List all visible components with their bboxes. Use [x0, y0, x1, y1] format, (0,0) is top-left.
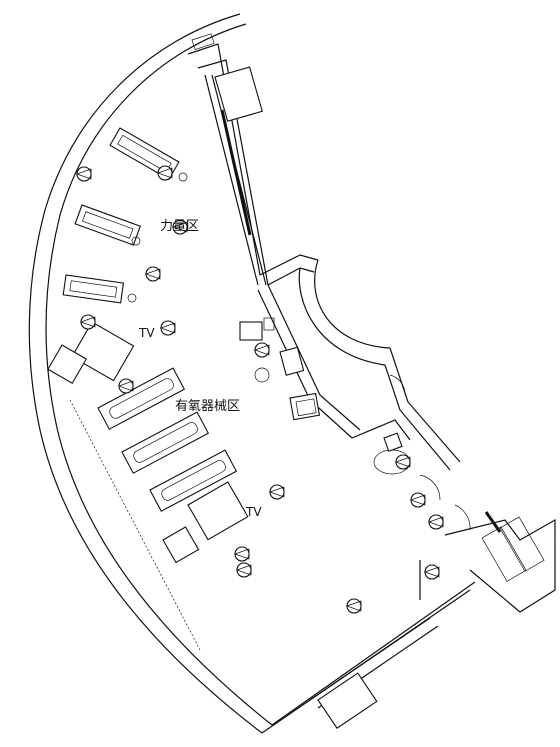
- ceiling-speaker-icon: [75, 166, 92, 182]
- aerobic-zone-label: 有氧器械区: [175, 399, 240, 414]
- tv-cabinet-upper: [47, 321, 135, 385]
- strength-machine-2: [74, 204, 141, 246]
- tv-label-upper: TV: [138, 326, 155, 340]
- ceiling-speaker-icon: [409, 492, 426, 508]
- bottom-wall: [261, 560, 476, 734]
- ceiling-speaker-icon: [345, 598, 362, 614]
- ceiling-speaker-icon: [253, 342, 270, 358]
- entrance-block: [389, 374, 556, 613]
- treadmill-3: [149, 449, 238, 512]
- ceiling-speaker-icon: [156, 165, 173, 181]
- strength-machine-3: [62, 274, 137, 304]
- treadmill-2: [121, 411, 210, 474]
- speaker-symbols: [75, 165, 444, 614]
- ceiling-speaker-icon: [144, 266, 161, 282]
- tv-cabinet-lower: [162, 481, 249, 564]
- ceiling-speaker-icon: [394, 454, 411, 470]
- ceiling-speaker-icon: [233, 546, 250, 562]
- ceiling-speaker-icon: [427, 514, 444, 530]
- ceiling-speaker-icon: [79, 314, 96, 330]
- ceiling-speaker-icon: [117, 378, 134, 394]
- strength-zone-label: 力量区: [160, 219, 199, 234]
- outer-curved-wall: [28, 13, 273, 734]
- ceiling-speaker-icon: [423, 564, 440, 580]
- ceiling-speaker-icon: [268, 484, 285, 500]
- ceiling-speaker-icon: [159, 320, 176, 336]
- ceiling-speaker-icon: [235, 562, 252, 578]
- service-box-top: [191, 33, 263, 122]
- treadmill-1: [97, 367, 186, 430]
- ceiling-speaker-icon: [171, 219, 188, 235]
- tv-label-lower: TV: [245, 505, 262, 519]
- lounge-furniture: [239, 317, 411, 475]
- strength-machine-1: [109, 127, 188, 182]
